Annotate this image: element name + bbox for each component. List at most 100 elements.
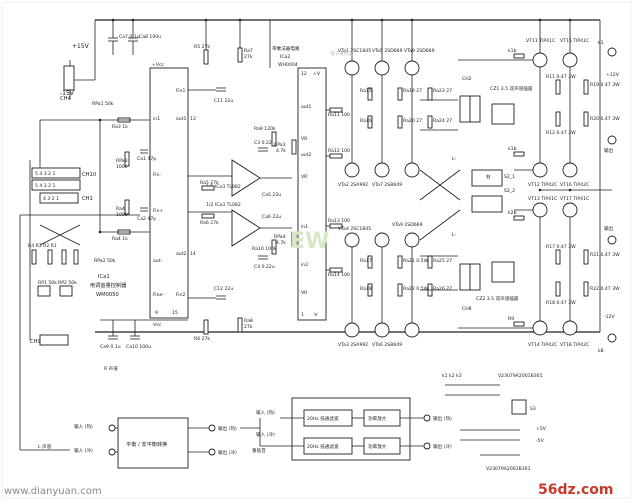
block-out-minus-terminal[interactable]	[208, 448, 216, 456]
block-out-plus-terminal[interactable]	[208, 424, 216, 432]
rp-a3-body	[124, 151, 130, 167]
label-r20: R20 0.47 3W	[590, 116, 620, 122]
ra16-label: Ra16	[360, 118, 372, 124]
output-stage: VT11 TIP41C VT15 TIP41C VT12 TIP42C VT16…	[458, 20, 620, 354]
ch10-label: CH10	[82, 172, 96, 178]
transistor-vta7	[374, 232, 390, 248]
jack-cz1[interactable]	[491, 103, 515, 125]
relay-section: k1 k2 k3 V23079A2001B301 V23079A2001B301…	[442, 373, 547, 472]
jack-cz2[interactable]	[491, 261, 515, 283]
label-r12: R12 0.47 3W	[546, 130, 576, 136]
switch-s2-1[interactable]	[471, 169, 503, 187]
watermark-center: EW	[290, 229, 329, 254]
block-out3-terminal[interactable]	[423, 414, 431, 422]
ic2-body	[297, 67, 327, 321]
ic1-pin-fine: Fine-	[153, 292, 164, 298]
ra7-label: Ra7	[244, 48, 253, 54]
watermark-top: 电子发烧友	[330, 50, 353, 57]
terminal-out-right[interactable]	[607, 135, 617, 145]
jack-cz2-label: CZ2 3.5 双声道插座	[476, 295, 519, 302]
rp2-body	[59, 285, 73, 297]
transistor-vta3	[344, 232, 360, 248]
ra6-label: Ra6 27k	[200, 220, 219, 226]
transistor-vt13	[532, 202, 548, 218]
ra8-value: 27k	[244, 324, 253, 330]
ra17-body	[367, 255, 373, 269]
ra6-body	[201, 213, 215, 219]
ra16-body	[367, 115, 373, 129]
cap-c11: C11 22u	[214, 98, 233, 104]
rp1-label: RP1 50k	[38, 280, 57, 286]
switch-s2-2[interactable]	[471, 195, 503, 213]
ra18-label: Ra18	[360, 286, 372, 292]
transistor-vta4	[344, 322, 360, 338]
ra21-label: Ra21 0.5W	[403, 258, 429, 264]
ra24-label: Ra24 27	[433, 118, 452, 124]
transistor-vt12	[532, 162, 548, 178]
ic1-pin-9: 9	[155, 310, 158, 316]
terminal-k1[interactable]	[607, 47, 617, 57]
ra22-body	[397, 283, 403, 297]
terminal-out-left[interactable]	[607, 235, 617, 245]
ra25-body	[427, 255, 433, 269]
rp-a4-label: Ra4	[116, 206, 125, 212]
ic1-bottom-caps: Ca9 0.1u Ca10 100u	[100, 319, 188, 350]
label-out-left: 输出	[604, 225, 614, 232]
terminal-k2[interactable]	[607, 333, 617, 343]
ra5-label: Ra5 27k	[200, 180, 219, 186]
block-amp-1-label: 功率放大	[368, 415, 387, 422]
label-vta8: VTa6 2SB649	[372, 342, 402, 348]
label-vt12: VT12 TIP42C	[528, 182, 557, 188]
block-out4-terminal[interactable]	[423, 442, 431, 450]
ra18-body	[367, 283, 373, 297]
ch2-top-block-b	[469, 95, 481, 123]
ic2-pin-vr2: VR	[301, 174, 308, 180]
cap-c6: Ca6 22u	[262, 214, 281, 220]
ra22-label: Ra22 0.5W	[403, 286, 429, 292]
ic2-pin-vr3: VR	[301, 290, 308, 296]
ra26-label: Ra26 27	[433, 286, 452, 292]
label-r11: R11 0.47 3W	[546, 74, 576, 80]
res-r4	[73, 249, 79, 265]
ch10-pins-b: 5 4 3 2 1	[35, 183, 56, 189]
label-vta4: VTa3 2SA992	[338, 342, 368, 348]
ra10-label: Ra10 100k	[252, 246, 277, 252]
switch-s2-1-label: S2_1	[504, 174, 515, 180]
rp-a1-label: RPa1 50k	[92, 101, 114, 107]
ra11-body	[329, 107, 343, 113]
r-k2b-body	[513, 151, 525, 157]
node-l-minus-b: L-	[452, 232, 456, 238]
label-vta11: VTa9 2SD669	[392, 222, 423, 228]
block-in-plus-terminal[interactable]	[108, 424, 116, 432]
dot-7	[410, 18, 414, 22]
dot-1	[111, 18, 115, 22]
cap-c5: Ca5 22u	[262, 192, 281, 198]
label-vt15: VT15 TIP41C	[560, 38, 589, 44]
cap-c12: C12 22u	[214, 286, 233, 292]
ic2-pin-out2: out2	[301, 152, 312, 158]
ra15-body	[367, 87, 373, 101]
gnd-label: CH4	[60, 96, 72, 102]
rp-a3-trim-label: RPa3	[274, 142, 286, 148]
left-connectors: 5 4 3 2 1 CH10 5 4 3 2 1 4 3 2 1 CH1 R4 …	[19, 160, 140, 451]
ra7-value: 27k	[244, 54, 253, 60]
jack-cz1-label: CZ1 3.5 双声道插座	[490, 85, 533, 92]
relay-s3[interactable]	[511, 399, 527, 415]
r22-body	[583, 281, 589, 297]
rp-a3-value: 100k	[116, 164, 128, 170]
relay-k-title: k1 k2 k3	[442, 373, 462, 379]
ra23-body	[427, 87, 433, 101]
ch8-bottom-block	[459, 263, 471, 291]
ic2-pin-1: 1	[301, 312, 304, 318]
opamp-a2-symbol	[231, 209, 261, 247]
block-in-minus-terminal[interactable]	[108, 448, 116, 456]
cap-c10: Ca10 100u	[126, 344, 151, 350]
cap-c7: Ca7 0.1u	[119, 34, 140, 40]
ra25-label: Ra25 27	[433, 258, 452, 264]
res-r3	[61, 249, 67, 265]
ic1-pin-15: 15	[172, 310, 178, 316]
ic1-desc: 电调音量控制器	[90, 281, 127, 289]
gnd-terminal	[63, 65, 75, 91]
r-k3b-label: k2b	[508, 210, 517, 216]
label-r17: R17 0.47 3W	[546, 244, 576, 250]
